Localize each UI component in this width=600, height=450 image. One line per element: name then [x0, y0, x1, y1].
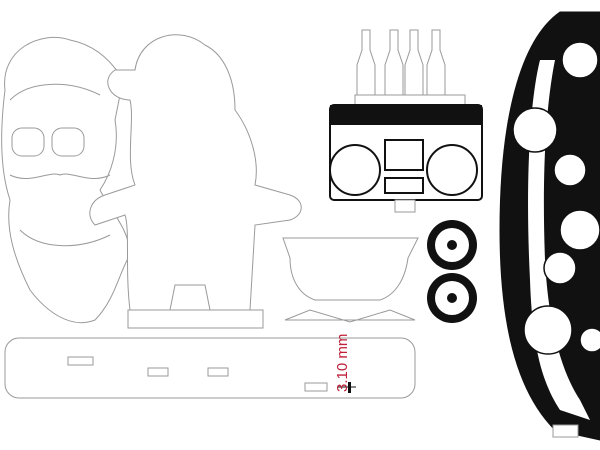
surfboard-part — [499, 11, 600, 441]
boombox-part — [329, 104, 483, 213]
santa-face-part — [1, 36, 131, 324]
basket-part — [282, 237, 419, 323]
speakers-part — [427, 220, 477, 323]
santa-body-part — [89, 34, 302, 329]
dimension-label: 3.10 mm — [334, 333, 351, 392]
bottles-part — [354, 29, 466, 108]
base-plate-part — [4, 337, 416, 399]
